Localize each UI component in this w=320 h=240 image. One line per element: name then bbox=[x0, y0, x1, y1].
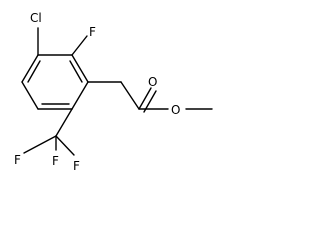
bond-cf3-f-right bbox=[55, 135, 75, 156]
fluorine-cf3-top-label: F bbox=[52, 154, 59, 168]
bond-c-o-double-1 bbox=[138, 87, 152, 110]
ring-bond-5-6 bbox=[21, 81, 39, 110]
ring-double-bond-inner-3 bbox=[69, 60, 83, 83]
oxygen-carbonyl-label: O bbox=[148, 75, 157, 89]
fluorine-cf3-left-label: F bbox=[14, 153, 21, 167]
ring-double-bond-inner-1 bbox=[27, 60, 41, 83]
fluorine-ring-label: F bbox=[89, 25, 96, 39]
bond-c-f bbox=[71, 35, 88, 56]
ring-bond-6-1 bbox=[21, 54, 39, 83]
ring-bond-3-4 bbox=[71, 81, 89, 110]
chlorine-label: Cl bbox=[30, 11, 42, 25]
benzene-ring bbox=[21, 54, 89, 110]
oxygen-ester-label: O bbox=[171, 103, 180, 117]
bond-ch2-carbonyl bbox=[120, 81, 140, 110]
bond-cf3-f-left bbox=[23, 135, 57, 154]
molecule-structure: Cl F O O F F F bbox=[14, 11, 213, 173]
bond-ring-cf3 bbox=[55, 108, 73, 137]
ring-bond-2-3 bbox=[71, 54, 89, 83]
fluorine-cf3-right-label: F bbox=[73, 159, 80, 173]
